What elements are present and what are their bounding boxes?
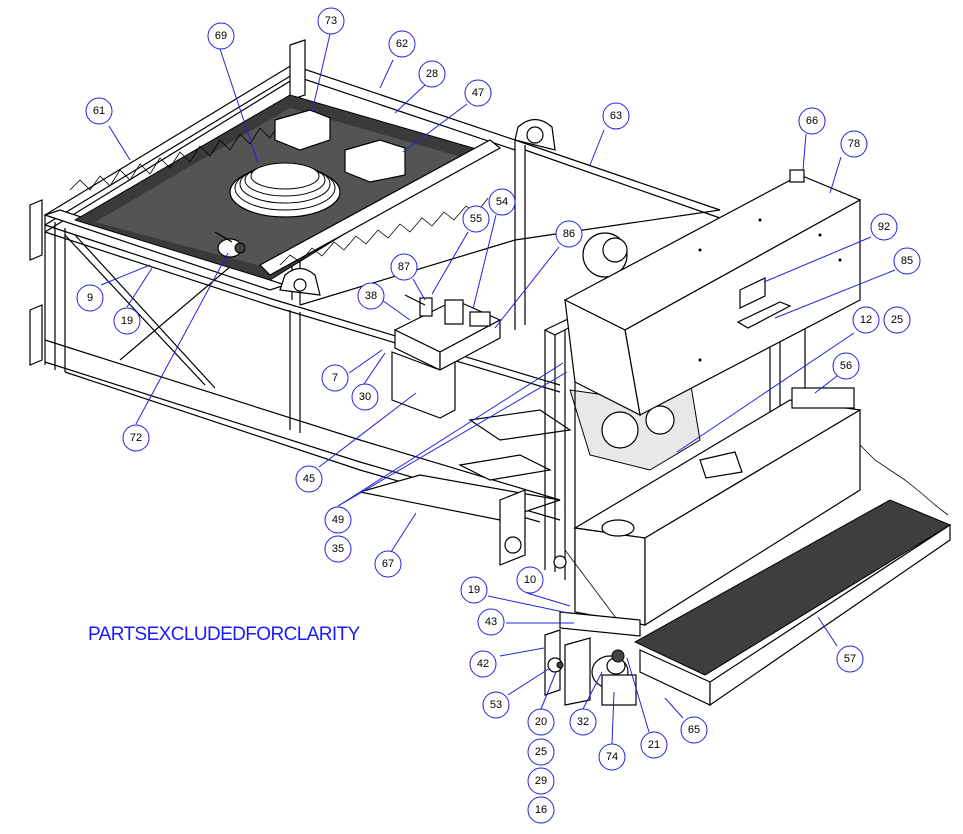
callout-87: 87 bbox=[390, 253, 418, 281]
svg-text:19: 19 bbox=[468, 584, 480, 596]
callout-25: 25 bbox=[883, 306, 911, 334]
tank-assembly bbox=[573, 387, 862, 627]
svg-text:20: 20 bbox=[535, 716, 547, 728]
callout-32: 32 bbox=[569, 708, 597, 736]
svg-text:85: 85 bbox=[901, 255, 913, 267]
hose-coil bbox=[229, 162, 341, 218]
callout-30: 30 bbox=[351, 383, 379, 411]
callout-35: 35 bbox=[324, 535, 352, 563]
svg-text:47: 47 bbox=[472, 87, 484, 99]
callout-45: 45 bbox=[295, 465, 323, 493]
callout-85: 85 bbox=[893, 247, 921, 275]
svg-text:53: 53 bbox=[490, 699, 502, 711]
center-components bbox=[359, 232, 701, 521]
callout-86: 86 bbox=[555, 220, 583, 248]
callout-54: 54 bbox=[488, 188, 516, 216]
callout-74: 74 bbox=[598, 743, 626, 771]
callout-25b: 25 bbox=[527, 738, 555, 766]
svg-text:74: 74 bbox=[606, 751, 618, 763]
callout-19b: 19 bbox=[460, 576, 488, 604]
svg-text:57: 57 bbox=[844, 653, 856, 665]
callout-10: 10 bbox=[516, 566, 544, 594]
callout-78: 78 bbox=[840, 130, 868, 158]
svg-text:38: 38 bbox=[365, 290, 377, 302]
svg-text:25: 25 bbox=[891, 314, 903, 326]
callout-38: 38 bbox=[357, 282, 385, 310]
callout-63: 63 bbox=[602, 102, 630, 130]
callout-72: 72 bbox=[122, 424, 150, 452]
callouts: 73 69 62 28 47 61 63 66 78 55 54 86 92 8… bbox=[76, 7, 921, 824]
svg-text:35: 35 bbox=[332, 543, 344, 555]
callout-21: 21 bbox=[640, 731, 668, 759]
callout-20: 20 bbox=[527, 708, 555, 736]
callout-16: 16 bbox=[527, 796, 555, 824]
svg-text:61: 61 bbox=[93, 105, 105, 117]
callout-62: 62 bbox=[388, 30, 416, 58]
enclosure-box bbox=[563, 169, 862, 417]
svg-text:28: 28 bbox=[426, 68, 438, 80]
callout-61: 61 bbox=[85, 97, 113, 125]
svg-text:56: 56 bbox=[840, 360, 852, 372]
svg-text:92: 92 bbox=[878, 221, 890, 233]
step-plate bbox=[564, 444, 952, 707]
svg-text:29: 29 bbox=[535, 775, 547, 787]
svg-text:69: 69 bbox=[215, 30, 227, 42]
callout-9: 9 bbox=[76, 284, 104, 312]
tray-brackets bbox=[274, 109, 406, 183]
callout-42: 42 bbox=[469, 650, 497, 678]
svg-text:73: 73 bbox=[325, 15, 337, 27]
svg-text:62: 62 bbox=[396, 38, 408, 50]
callout-53: 53 bbox=[482, 691, 510, 719]
callout-66: 66 bbox=[798, 107, 826, 135]
svg-text:10: 10 bbox=[524, 574, 536, 586]
leader-lines bbox=[100, 33, 896, 745]
svg-text:9: 9 bbox=[87, 292, 93, 304]
callout-29: 29 bbox=[527, 767, 555, 795]
svg-text:67: 67 bbox=[382, 558, 394, 570]
svg-text:87: 87 bbox=[398, 261, 410, 273]
callout-12: 12 bbox=[852, 306, 880, 334]
svg-text:49: 49 bbox=[332, 514, 344, 526]
callout-47: 47 bbox=[464, 79, 492, 107]
svg-text:65: 65 bbox=[688, 724, 700, 736]
callout-28: 28 bbox=[418, 60, 446, 88]
svg-text:19: 19 bbox=[121, 315, 133, 327]
svg-text:45: 45 bbox=[303, 473, 315, 485]
callout-92: 92 bbox=[870, 213, 898, 241]
callout-19: 19 bbox=[113, 307, 141, 335]
callout-73: 73 bbox=[317, 7, 345, 35]
svg-text:21: 21 bbox=[648, 739, 660, 751]
callout-43: 43 bbox=[477, 608, 505, 636]
svg-text:78: 78 bbox=[848, 138, 860, 150]
svg-text:86: 86 bbox=[563, 228, 575, 240]
svg-text:63: 63 bbox=[610, 110, 622, 122]
svg-text:16: 16 bbox=[535, 804, 547, 816]
svg-text:25: 25 bbox=[535, 746, 547, 758]
lifting-lugs bbox=[279, 118, 556, 296]
svg-text:42: 42 bbox=[477, 658, 489, 670]
svg-text:72: 72 bbox=[130, 432, 142, 444]
callout-57: 57 bbox=[836, 645, 864, 673]
callout-56: 56 bbox=[832, 352, 860, 380]
callout-65: 65 bbox=[680, 716, 708, 744]
hinge-hardware bbox=[544, 555, 641, 706]
callout-55: 55 bbox=[462, 205, 490, 233]
clamp bbox=[214, 231, 246, 258]
svg-text:7: 7 bbox=[332, 372, 338, 384]
parts-excluded-note: PARTSEXCLUDEDFORCLARITY bbox=[88, 624, 360, 645]
svg-text:12: 12 bbox=[860, 314, 872, 326]
svg-text:54: 54 bbox=[496, 196, 508, 208]
svg-text:43: 43 bbox=[485, 616, 497, 628]
callout-67: 67 bbox=[374, 550, 402, 578]
svg-text:32: 32 bbox=[577, 716, 589, 728]
svg-text:30: 30 bbox=[359, 391, 371, 403]
svg-text:55: 55 bbox=[470, 213, 482, 225]
callout-69: 69 bbox=[207, 22, 235, 50]
callout-49: 49 bbox=[324, 506, 352, 534]
callout-7: 7 bbox=[321, 364, 349, 392]
svg-text:66: 66 bbox=[806, 115, 818, 127]
